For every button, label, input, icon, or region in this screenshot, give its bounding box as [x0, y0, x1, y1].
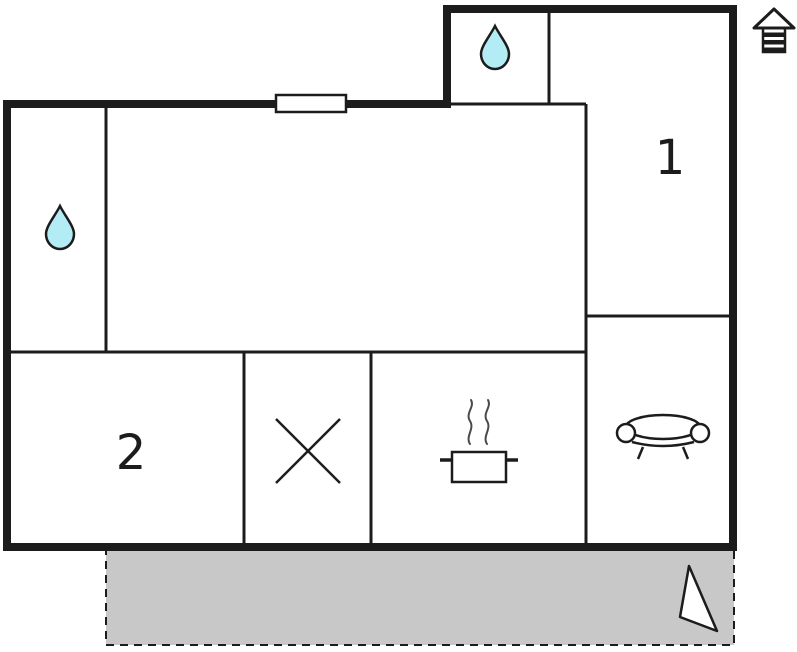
sofa-armrest-left: [615, 422, 637, 444]
sofa-leg-right: [681, 446, 690, 460]
sofa-seat: [631, 440, 695, 448]
sofa-armrest-right: [689, 422, 711, 444]
entrance-arrow-icon: [678, 564, 719, 633]
house-roof: [752, 7, 796, 30]
sofa-back: [624, 413, 702, 441]
window-icon: [274, 93, 348, 114]
pot-body: [450, 450, 508, 484]
house-stripe: [763, 32, 785, 37]
house-stripe: [763, 40, 785, 45]
house-logo-icon: [752, 7, 796, 54]
house-stripe: [763, 47, 785, 52]
cross-line-2: [275, 418, 341, 484]
water-drop-icon: [479, 23, 511, 71]
exterior-wall-outline: [3, 5, 737, 551]
sofa-icon: [615, 413, 711, 460]
steam-line-1: [467, 399, 473, 445]
water-drop-icon: [44, 203, 76, 251]
steam-line-2: [484, 399, 490, 445]
room-2-label: 2: [116, 425, 147, 481]
terrace-area: [105, 548, 735, 646]
diagonal-cross-icon: [275, 418, 341, 484]
sofa-leg-left: [636, 446, 645, 460]
room-1-label: 1: [655, 130, 686, 186]
pot-with-steam-icon: [440, 399, 518, 484]
